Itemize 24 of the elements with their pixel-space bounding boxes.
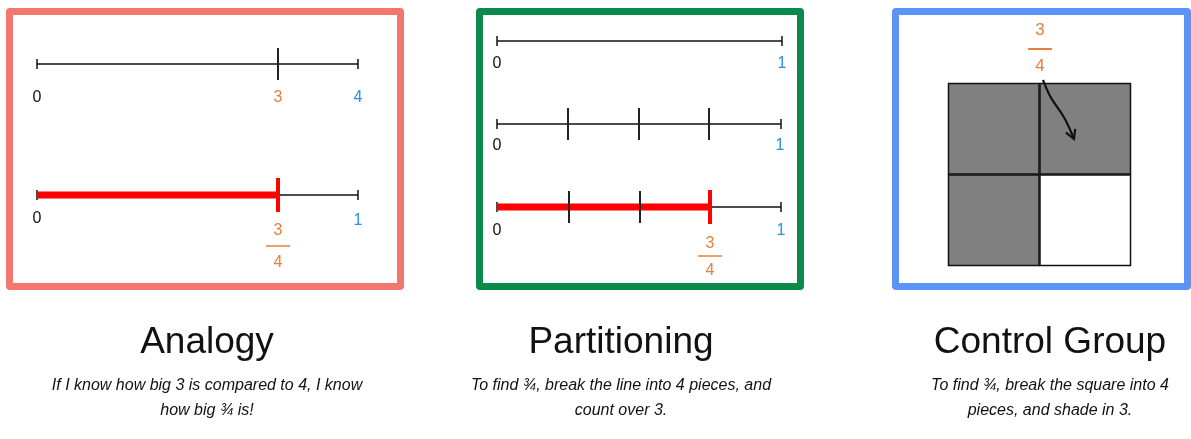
tick-label: 0 — [492, 54, 502, 72]
fraction-denominator: 4 — [1034, 56, 1046, 76]
tick-label: 0 — [32, 209, 42, 227]
tick-label: 0 — [492, 136, 502, 154]
tick-label: 3 — [273, 221, 283, 239]
panel-heading: Partitioning — [527, 320, 715, 362]
tick-label: 4 — [273, 253, 283, 271]
panel-description: To find ¾, break the square into 4 pieces, and shade in 3. — [930, 375, 1170, 420]
tick-label: 1 — [776, 221, 786, 239]
panel-description: To find ¾, break the line into 4 pieces, and count over 3. — [469, 375, 773, 420]
panel-heading: Analogy — [139, 320, 275, 362]
tick-label: 1 — [775, 136, 785, 154]
tick-label: 0 — [32, 88, 42, 106]
tick-label: 1 — [353, 211, 363, 229]
panel-heading: Control Group — [932, 320, 1168, 362]
tick-label: 1 — [777, 54, 787, 72]
tick-label: 4 — [353, 88, 363, 106]
fraction-numerator: 3 — [1034, 20, 1046, 40]
tick-label: 3 — [273, 88, 283, 106]
panel-description: If I know how big 3 is compared to 4, I know how big ¾ is! — [50, 375, 364, 420]
tick-label: 4 — [705, 261, 715, 279]
tick-label: 0 — [492, 221, 502, 239]
arrow — [1041, 79, 1077, 141]
tick-label: 3 — [705, 234, 715, 252]
